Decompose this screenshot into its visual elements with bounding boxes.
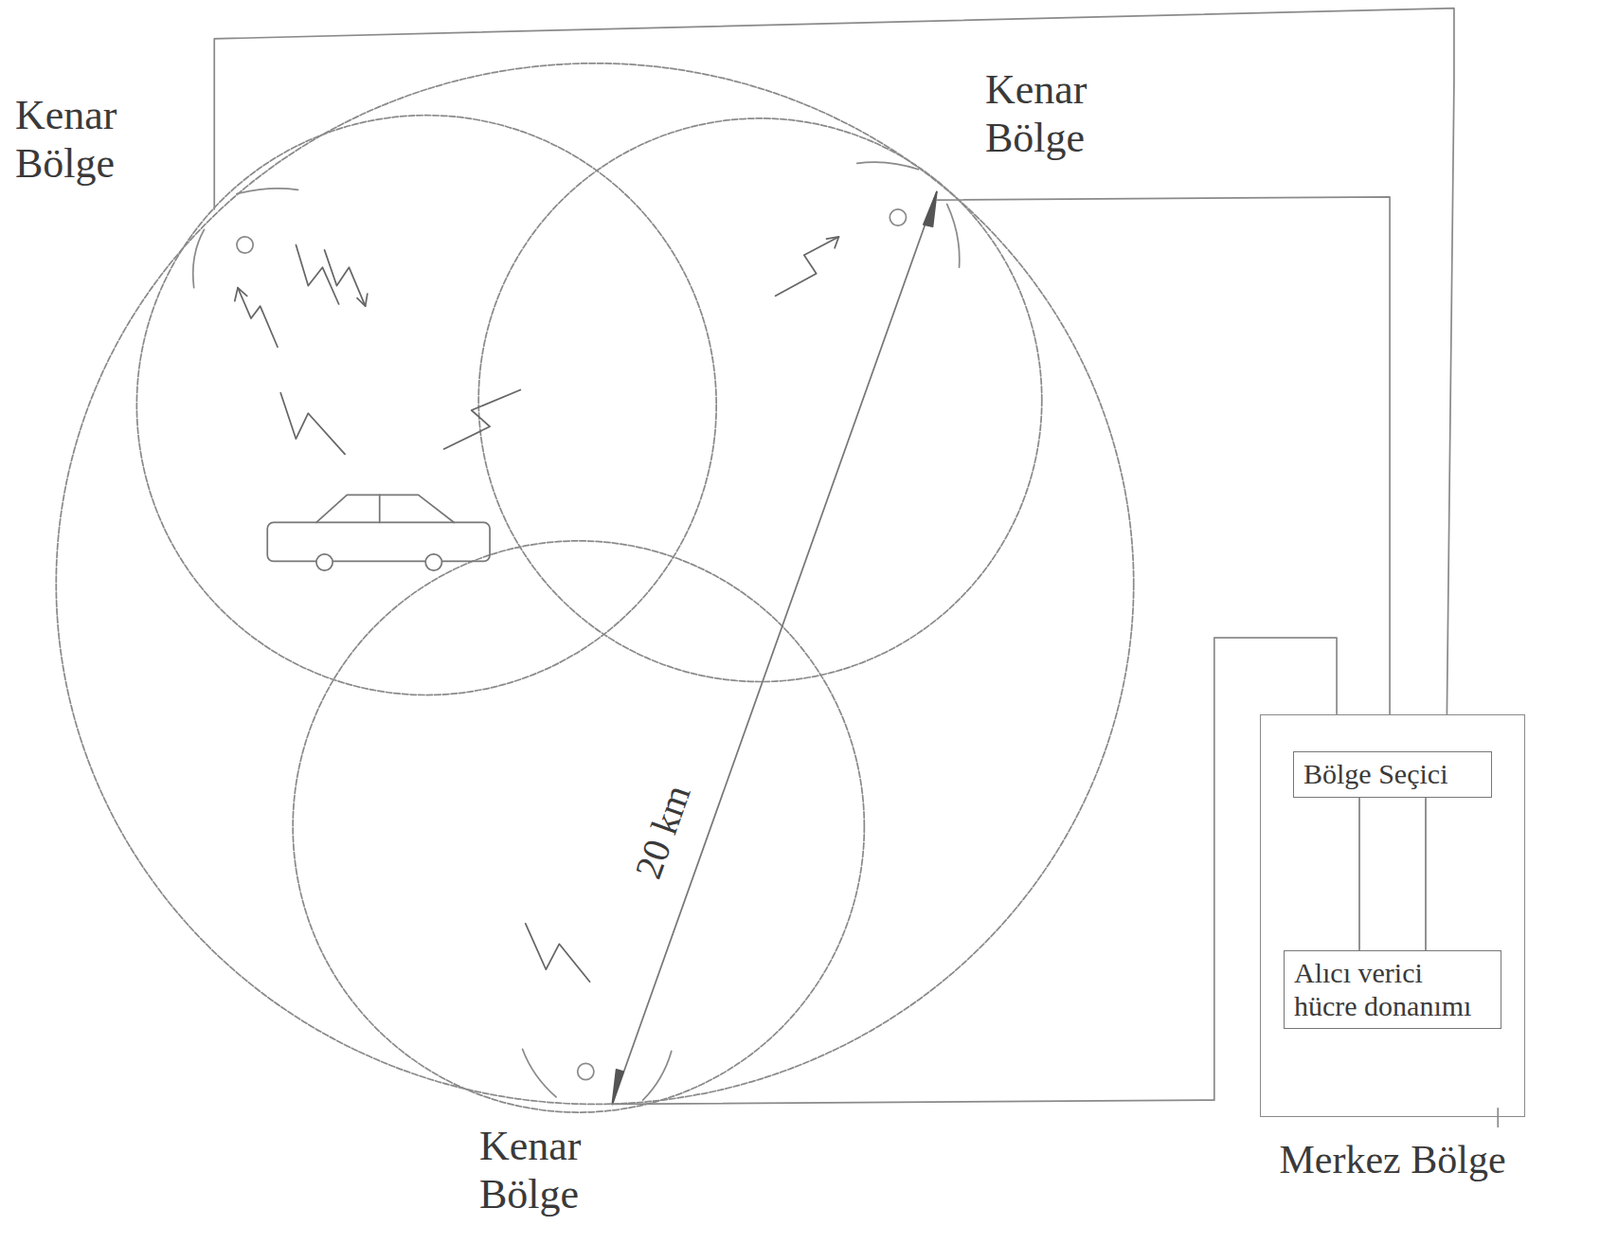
- centre-zone-box: Bölge SeçiciAlıcı verici hücre donanımıM…: [1259, 714, 1526, 1117]
- connector-line: [1424, 797, 1427, 952]
- zone-circle: [292, 540, 864, 1113]
- car-illustration: [267, 494, 490, 571]
- zone-label: Kenar Bölge: [15, 91, 158, 188]
- connector-line: [1358, 797, 1361, 952]
- zone-circle: [478, 118, 1043, 683]
- antenna-arcs: [193, 161, 960, 1100]
- dimension-label: 20 km: [625, 773, 701, 889]
- zone-label: Kenar Bölge: [479, 1122, 622, 1219]
- zone-heading: Merkez Bölge: [1278, 1136, 1506, 1183]
- radius-line: [611, 191, 937, 1104]
- site-markers: [236, 191, 937, 1104]
- zone-selector-box: Bölge Seçici: [1293, 751, 1493, 798]
- main-cell: [55, 63, 1133, 1105]
- link-wires: [214, 8, 1498, 1128]
- zone-circle: [136, 115, 717, 696]
- box-text: Bölge Seçici: [1303, 757, 1482, 792]
- transceiver-box: Alıcı verici hücre donanımı: [1283, 950, 1502, 1029]
- radio-signal: [234, 236, 840, 982]
- zone-label: Kenar Bölge: [985, 66, 1128, 162]
- box-text: Alıcı verici hücre donanımı: [1294, 956, 1492, 1023]
